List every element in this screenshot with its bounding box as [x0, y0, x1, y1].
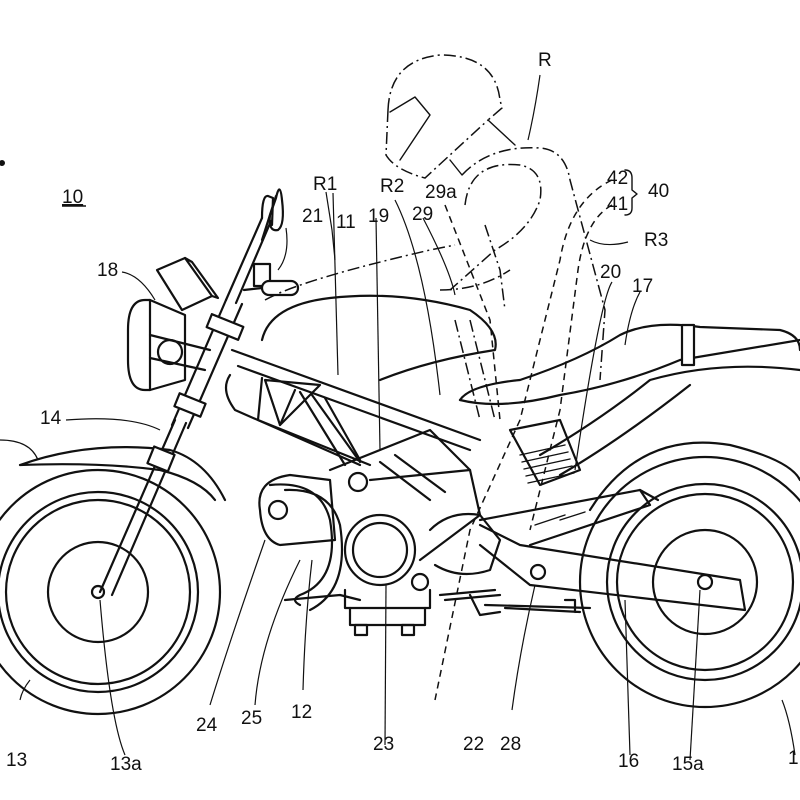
label-20: 20	[600, 262, 621, 283]
leader-lines	[0, 74, 796, 761]
mirror	[260, 188, 284, 242]
rear-axle	[696, 573, 714, 591]
label-11: 11	[336, 212, 356, 233]
headlight	[126, 298, 212, 392]
label-13a: 13a	[110, 754, 142, 775]
brace-40	[624, 169, 638, 216]
label-19: 19	[368, 206, 389, 227]
front-wheel	[0, 468, 222, 716]
label-15a: 15a	[672, 754, 704, 775]
label-21: 21	[302, 206, 323, 227]
label-R2: R2	[380, 176, 404, 197]
rear-shock	[508, 418, 582, 487]
label-R3: R3	[644, 230, 668, 251]
reference-labels: R R1 R2 R3 10 21 11 19 29a 29 42 41 40 2…	[6, 50, 799, 775]
label-R: R	[538, 50, 552, 71]
rider-outline	[264, 54, 606, 421]
label-40: 40	[648, 181, 669, 202]
label-29: 29	[412, 204, 433, 225]
label-25: 25	[241, 708, 262, 729]
frame	[224, 348, 482, 493]
front-fork	[98, 216, 273, 597]
footrest	[438, 588, 592, 617]
tail-cowl	[538, 365, 800, 477]
line-41	[529, 204, 613, 531]
rear-fender	[588, 441, 800, 512]
label-15: 1	[788, 748, 799, 769]
line-29a	[444, 204, 501, 421]
label-22: 22	[463, 734, 484, 755]
swing-arm	[478, 488, 747, 612]
edge-mark	[0, 160, 5, 166]
front-axle	[90, 584, 106, 600]
fuel-tank	[260, 294, 497, 382]
seat	[458, 323, 800, 406]
label-29a: 29a	[425, 182, 457, 203]
label-16: 16	[618, 751, 639, 772]
pivot	[529, 563, 547, 581]
label-41: 41	[607, 194, 628, 215]
label-R1: R1	[313, 174, 337, 195]
handlebar	[242, 262, 300, 297]
label-14: 14	[40, 408, 62, 429]
label-42: 42	[607, 168, 628, 189]
label-18: 18	[97, 260, 118, 281]
engine	[258, 428, 502, 637]
label-28: 28	[500, 734, 521, 755]
side-stand	[503, 598, 582, 614]
line-42	[434, 179, 613, 701]
label-17: 17	[632, 276, 653, 297]
label-24: 24	[196, 715, 218, 736]
label-13: 13	[6, 750, 27, 771]
label-23: 23	[373, 734, 394, 755]
exhaust-muffler	[283, 593, 362, 602]
label-10: 10	[62, 187, 83, 208]
label-12: 12	[291, 702, 312, 723]
meter-unit	[155, 256, 220, 312]
rear-wheel	[578, 455, 800, 709]
